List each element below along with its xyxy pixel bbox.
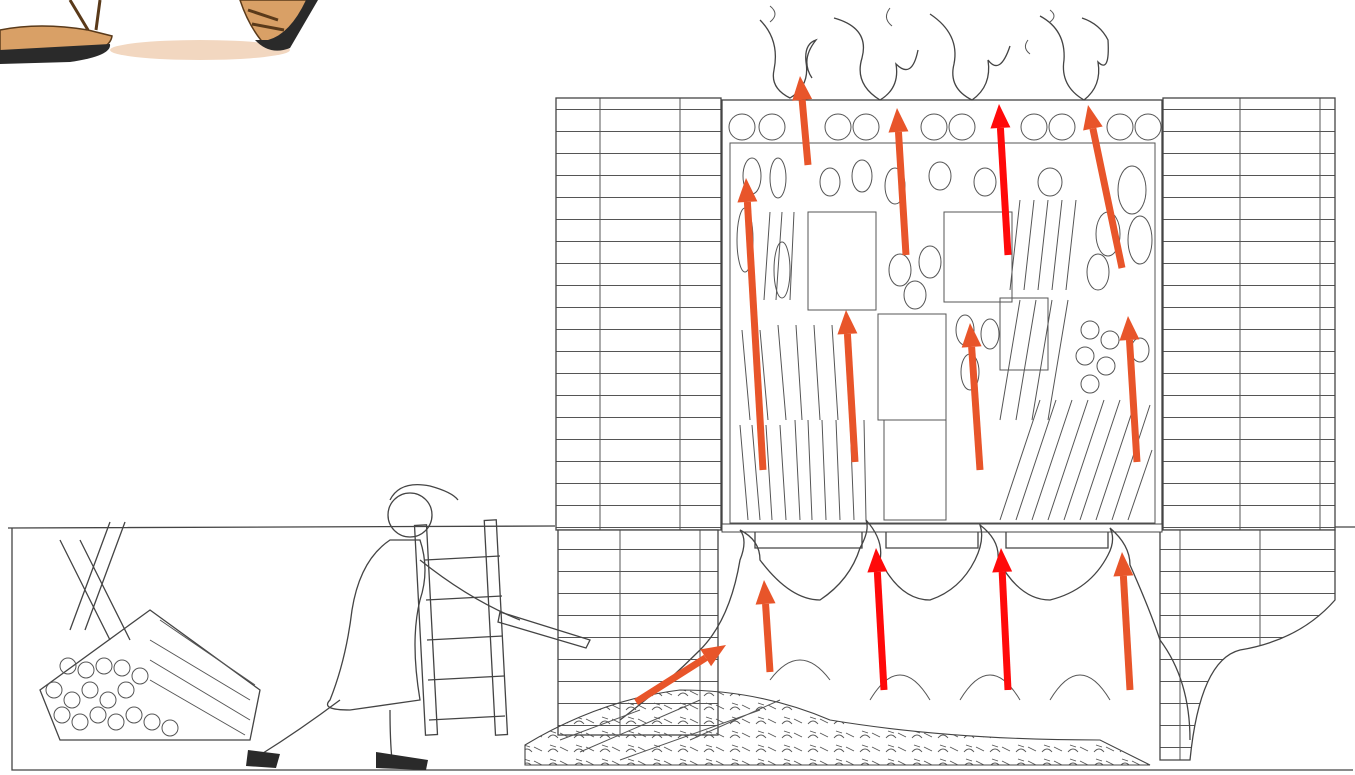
sandaled-feet	[0, 0, 318, 64]
heat-arrow-4	[992, 548, 1012, 690]
heat-arrow-5	[1113, 552, 1133, 690]
heat-arrow-3	[867, 548, 887, 690]
kiln-chamber	[722, 100, 1162, 548]
kiln-left-wall	[556, 98, 721, 735]
woodpile	[40, 522, 260, 740]
top-flames	[760, 6, 1108, 100]
kiln-right-wall	[1160, 98, 1335, 760]
wooden-ladder	[415, 520, 508, 735]
kiln-floor-grate	[722, 524, 1162, 548]
heat-arrow-2	[756, 580, 776, 672]
